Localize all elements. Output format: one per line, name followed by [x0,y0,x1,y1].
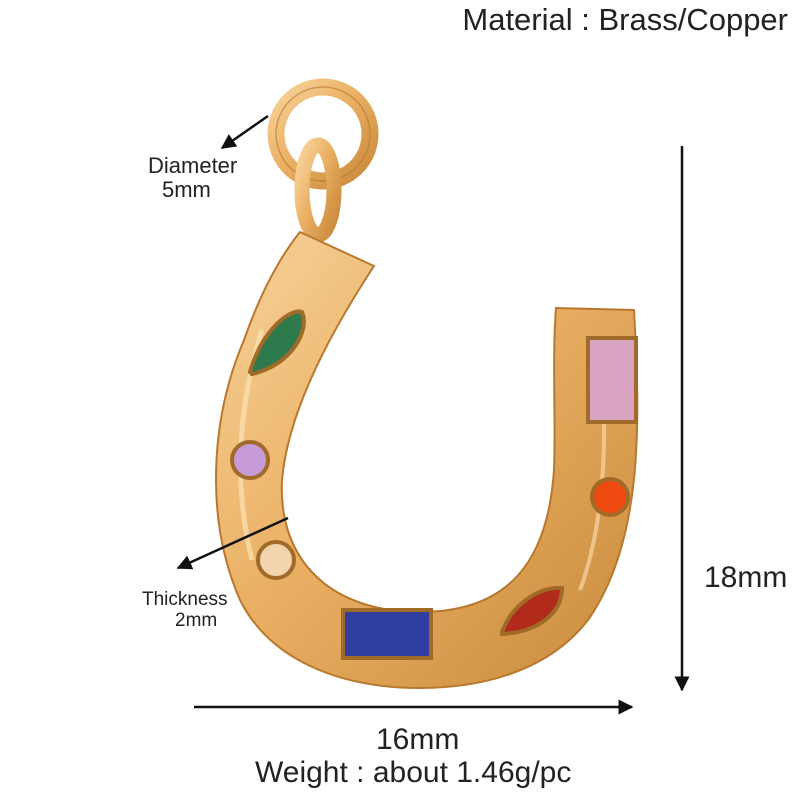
diameter-label: Diameter [148,153,238,178]
stone-green-marquise [247,309,306,377]
stone-red-marquise [500,585,565,637]
diameter-pointer-arrow [220,114,269,150]
thickness-label: Thickness [142,589,228,610]
stone-pink-baguette [586,336,638,424]
jump-ring [267,78,379,190]
stone-orange-round [590,477,630,517]
thickness-pointer-arrow [176,516,289,570]
charm-loop [294,137,342,243]
width-label: 16mm [376,723,460,756]
stone-blue-baguette [341,608,433,660]
stone-lilac-round [230,440,270,480]
diameter-value: 5mm [162,177,211,202]
material-caption: Material : Brass/Copper [462,2,788,37]
height-label: 18mm [704,561,788,594]
thickness-annotation: Thickness 2mm [142,589,228,631]
stone-champagne-round [256,540,296,580]
thickness-value: 2mm [175,610,218,631]
diameter-annotation: Diameter 5mm [148,154,237,202]
weight-caption: Weight : about 1.46g/pc [255,756,572,789]
